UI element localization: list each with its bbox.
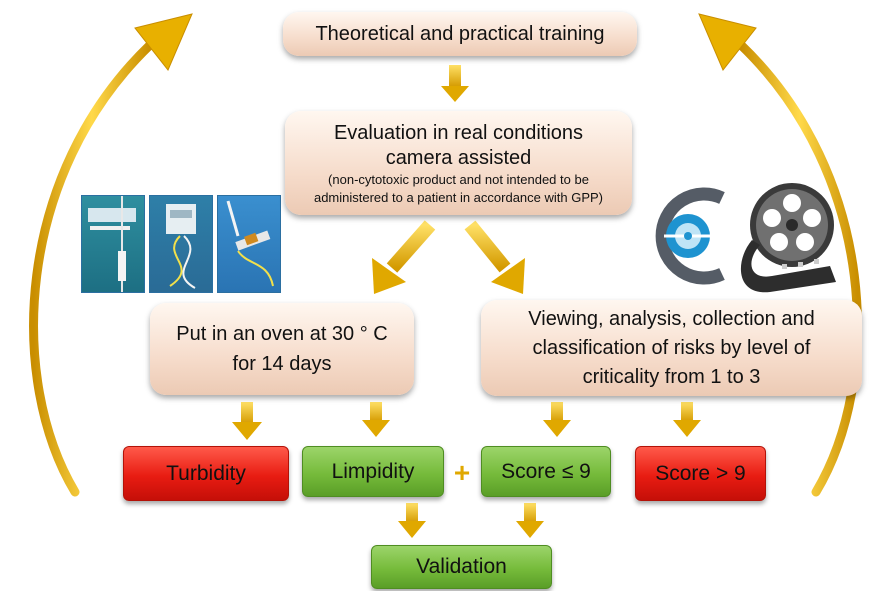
training-box: Theoretical and practical training bbox=[283, 12, 637, 56]
evaluation-note-line2: administered to a patient in accordance … bbox=[313, 190, 604, 205]
right-loop-arrow bbox=[698, 13, 862, 497]
turbidity-box: Turbidity bbox=[123, 446, 289, 501]
arrow-training-to-evaluation bbox=[441, 65, 469, 102]
validation-box: Validation bbox=[371, 545, 552, 589]
score-high-box: Score > 9 bbox=[635, 446, 766, 501]
arrow-to-turbidity bbox=[232, 402, 262, 440]
evaluation-title-line2: camera assisted bbox=[385, 147, 532, 169]
viewing-line2: classification of risks by level of bbox=[532, 336, 811, 359]
viewing-line1: Viewing, analysis, collection and bbox=[528, 307, 815, 330]
score-low-label: Score ≤ 9 bbox=[501, 459, 591, 483]
arrow-evaluation-to-oven bbox=[372, 220, 436, 294]
infusion-photo-icon bbox=[149, 195, 213, 293]
film-reel-icon bbox=[740, 183, 836, 293]
oven-line2: for 14 days bbox=[232, 353, 332, 375]
infusion-photo-icon bbox=[217, 195, 281, 293]
arrow-limpidity-to-validation bbox=[398, 503, 426, 538]
validation-label: Validation bbox=[416, 555, 507, 578]
infusion-photo-icon bbox=[81, 195, 145, 293]
arrow-to-limpidity bbox=[362, 402, 390, 437]
arrow-to-score-high bbox=[673, 402, 701, 437]
oven-box: Put in an oven at 30 ° C for 14 days bbox=[150, 303, 414, 395]
arrow-score-to-validation bbox=[516, 503, 544, 538]
evaluation-box: Evaluation in real conditions camera ass… bbox=[285, 111, 632, 215]
evaluation-note-line1: (non-cytotoxic product and not intended … bbox=[328, 172, 589, 187]
score-low-box: Score ≤ 9 bbox=[481, 446, 611, 497]
viewing-box: Viewing, analysis, collection and classi… bbox=[481, 300, 862, 396]
training-label: Theoretical and practical training bbox=[315, 22, 605, 45]
left-loop-arrow bbox=[29, 13, 193, 497]
viewing-line3: criticality from 1 to 3 bbox=[582, 365, 761, 388]
arrow-to-score-low bbox=[543, 402, 571, 437]
oven-line1: Put in an oven at 30 ° C bbox=[176, 323, 388, 345]
limpidity-label: Limpidity bbox=[331, 459, 415, 483]
arrow-evaluation-to-viewing bbox=[464, 220, 525, 294]
limpidity-box: Limpidity bbox=[302, 446, 444, 497]
evaluation-title-line1: Evaluation in real conditions bbox=[333, 122, 584, 144]
turbidity-label: Turbidity bbox=[166, 461, 246, 485]
plus-sign: + bbox=[453, 457, 471, 488]
camera-logo-icon bbox=[655, 187, 725, 285]
score-high-label: Score > 9 bbox=[655, 461, 746, 485]
